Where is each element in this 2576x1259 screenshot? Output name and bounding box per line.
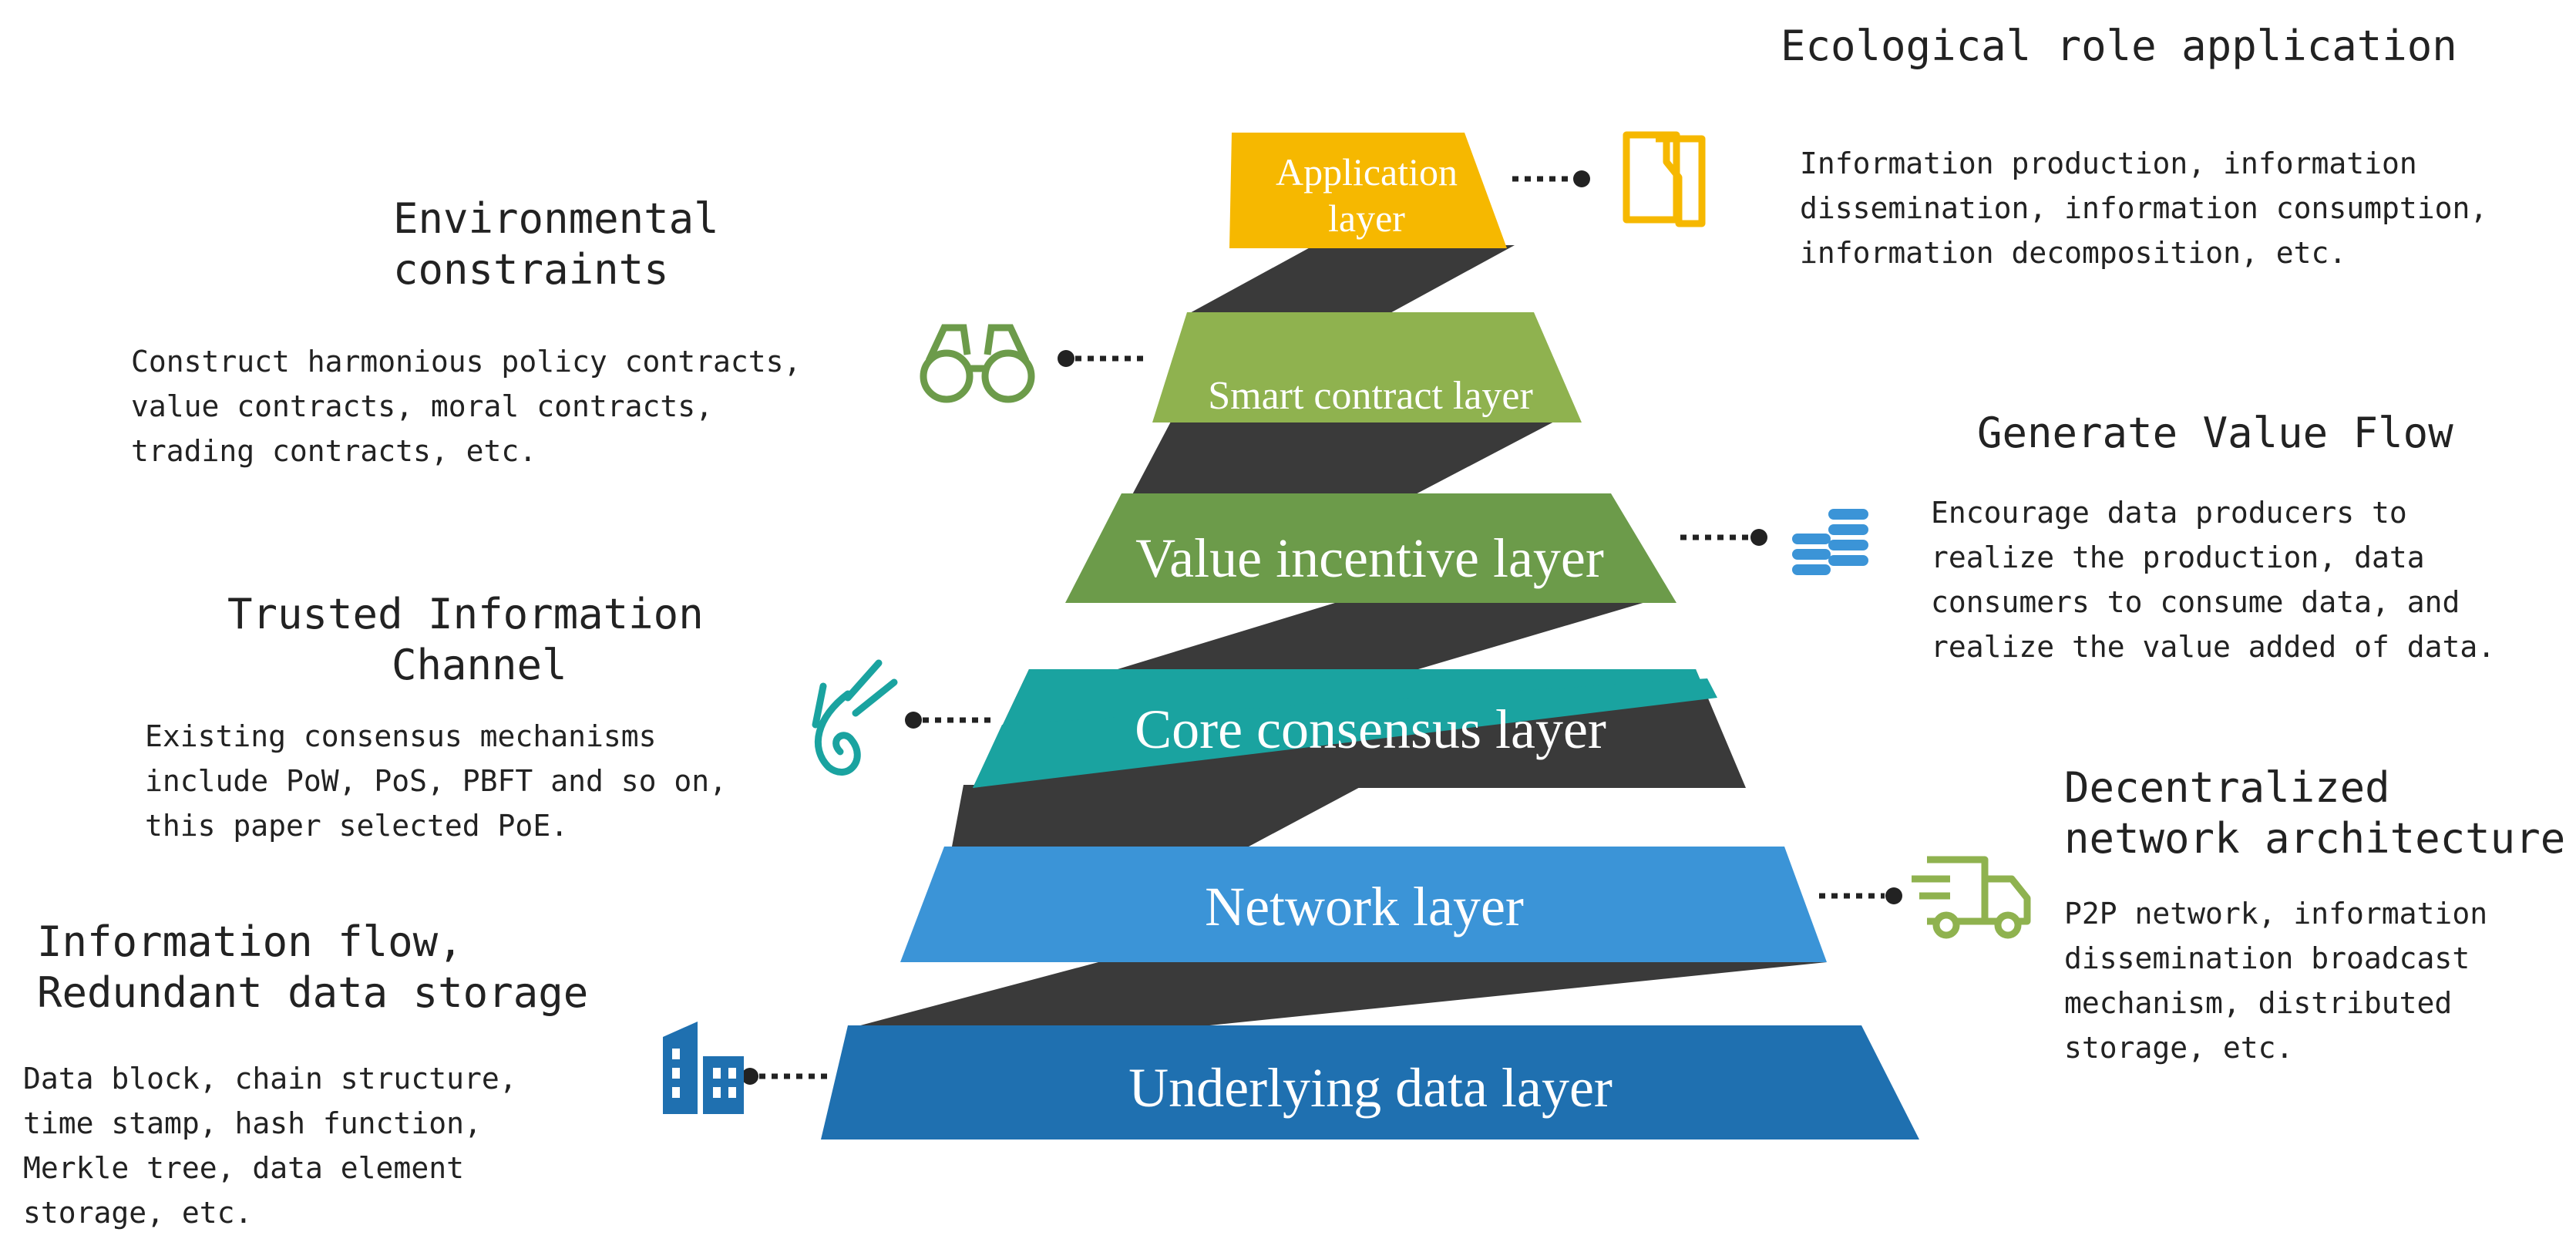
layer-network: Network layer [900,847,1827,962]
layer-smart-contract-label: Smart contract layer [1208,374,1533,418]
annotation-environmental-desc-1: Construct harmonious policy contracts, [131,345,801,379]
building-icon [663,1022,744,1114]
annotation-decentralized-title-2: network architecture [2064,814,2565,863]
leader-application-dot [1573,170,1590,187]
annotation-info_flow-desc-2: time stamp, hash function, [23,1106,482,1140]
annotation-ecological-desc-2: dissemination, information consumption, [1800,191,2487,225]
layer-application-label-2: layer [1328,197,1405,240]
layer-value-incentive: Value incentive layer [1065,493,1676,603]
hand-icon [812,659,898,776]
connector-app-smart [1187,245,1515,315]
annotation-info_flow-title-2: Redundant data storage [37,968,588,1017]
annotation-trusted-desc-2: include PoW, PoS, PBFT and so on, [145,764,727,798]
annotation-value_flow-desc-1: Encourage data producers to [1931,496,2407,530]
layer-value-incentive-label: Value incentive layer [1135,527,1604,589]
annotation-environmental-title-1: Environmental [393,194,719,243]
connector-smart-value [1122,420,1557,515]
truck-icon [1912,856,2031,939]
layer-application-shape [1229,133,1507,248]
leader-core-consensus-dot [905,712,922,729]
annotation-value_flow-desc-2: realize the production, data [1931,540,2425,574]
layer-core-consensus-accent-band [973,678,1717,788]
connector-network-data [852,962,1827,1028]
layer-network-label: Network layer [1205,876,1524,938]
annotation-environmental-desc-2: value contracts, moral contracts, [131,389,713,423]
annotation-environmental-desc-3: trading contracts, etc. [131,434,536,468]
coins-icon [1792,509,1868,575]
annotation-ecological-desc-3: information decomposition, etc. [1800,236,2346,270]
layer-smart-contract-shape [1152,312,1582,422]
annotation-decentralized-desc-3: mechanism, distributed [2064,986,2452,1020]
layer-network-shape [900,847,1827,962]
folder-icon [1623,131,1706,227]
annotation-decentralized-desc-2: dissemination broadcast [2064,941,2470,975]
annotation-info_flow-title-1: Information flow, [37,917,463,966]
layer-core-consensus: Core consensus layer [973,669,1746,788]
layer-smart-contract: Smart contract layer [1152,312,1582,422]
leader-network-dot [1885,887,1902,904]
leader-underlying-data-dot [742,1068,758,1085]
annotation-environmental-title-2: constraints [393,245,669,294]
layer-core-consensus-label: Core consensus layer [1135,699,1606,760]
leader-smart-contract-dot [1058,350,1074,367]
annotation-decentralized-title-1: Decentralized [2064,763,2390,812]
annotation-trusted-title-1: Trusted Information [227,590,704,638]
layer-underlying-data-label: Underlying data layer [1128,1057,1613,1119]
binoculars-icon [920,324,1035,403]
annotation-info_flow-desc-3: Merkle tree, data element [23,1151,464,1185]
annotation-value_flow-desc-4: realize the value added of data. [1931,630,2495,664]
annotation-trusted-desc-1: Existing consensus mechanisms [145,719,656,753]
layer-underlying-data: Underlying data layer [821,1025,1919,1139]
annotation-info_flow-desc-4: storage, etc. [23,1196,252,1230]
annotation-value_flow-desc-3: consumers to consume data, and [1931,585,2460,619]
annotation-ecological-desc-1: Information production, information [1800,146,2417,180]
connector-value-core [1118,600,1653,669]
annotation-info_flow-desc-1: Data block, chain structure, [23,1062,517,1096]
layer-application-label-1: Application [1276,150,1458,194]
layer-underlying-data-shape [821,1025,1919,1139]
leader-value-incentive-dot [1750,529,1767,546]
layer-application: Application layer [1229,133,1507,248]
annotation-decentralized-desc-4: storage, etc. [2064,1031,2293,1065]
annotation-decentralized-desc-1: P2P network, information [2064,897,2487,931]
annotation-ecological-title-1: Ecological role application [1781,22,2457,70]
leader-lines [742,170,1902,1085]
annotation-value_flow-title-1: Generate Value Flow [1977,409,2453,457]
annotation-trusted-desc-3: this paper selected PoE. [145,809,568,843]
connector-core-network [952,785,1364,847]
annotation-information-flow: Information flow,Redundant data storageD… [23,917,588,1230]
layer-connectors [852,245,1827,1028]
annotation-trusted-title-2: Channel [392,641,567,689]
layer-value-incentive-shape [1065,493,1676,603]
